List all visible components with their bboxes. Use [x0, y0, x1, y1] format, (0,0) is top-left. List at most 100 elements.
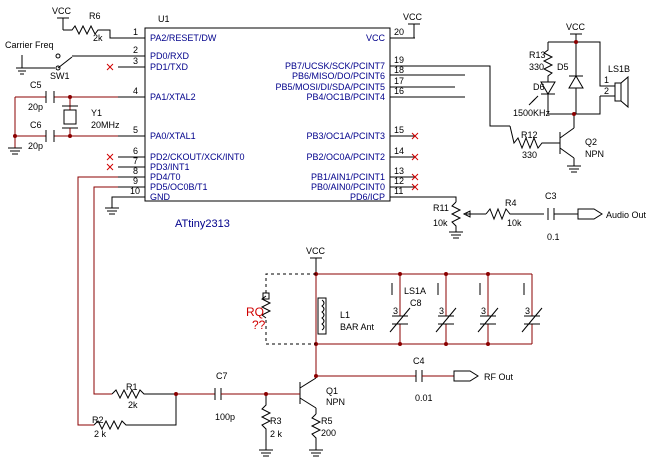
crystal-network: [8, 91, 118, 155]
c3-ref: C3: [545, 191, 557, 201]
pin-5-num: 5: [133, 125, 138, 135]
r13-value: 330: [529, 62, 544, 72]
pin-10-num: 10: [130, 186, 140, 196]
pin-17-num: 17: [394, 76, 404, 86]
u1-body: [144, 27, 391, 202]
r12-ref: R12: [521, 130, 538, 140]
pin-13-name: PB1/AIN1/PCINT1: [311, 172, 385, 182]
r5-value: 200: [321, 428, 336, 438]
ls1b-pin2: 2: [604, 86, 609, 96]
ls1a-ref: LS1A: [404, 286, 426, 296]
r11-value: 10k: [433, 218, 448, 228]
rq-resistor: [260, 273, 316, 345]
d6-value: 1500KHz: [513, 108, 551, 118]
r2-value: 2 k: [94, 429, 107, 439]
vcc-label-top-left: VCC: [52, 6, 72, 16]
pin-11-name: PD6/ICP: [350, 192, 385, 202]
pin-2-num: 2: [133, 45, 138, 55]
c7-value: 100p: [215, 412, 235, 422]
pin-15-num: 15: [394, 125, 404, 135]
u1-ref: U1: [158, 14, 170, 24]
r13-resistor: [542, 42, 554, 82]
c4-ref: C4: [413, 356, 425, 366]
ls1b-ref: LS1B: [608, 64, 630, 74]
d6-led: [528, 81, 574, 115]
pin-12-num: 12: [394, 176, 404, 186]
no-connect-marks: [106, 63, 419, 191]
c5-ref: C5: [30, 80, 42, 90]
trimmer-caps: [389, 272, 543, 346]
c7-ref: C7: [216, 371, 228, 381]
u1-left-pins: [118, 37, 145, 198]
pin-1-name: PA2/RESET/DW: [150, 33, 217, 43]
audio-out-label: Audio Out: [606, 210, 647, 220]
pin-20-name: VCC: [366, 33, 386, 43]
q2-type: NPN: [585, 149, 604, 159]
c6-ref: C6: [30, 120, 42, 130]
r6-value: 2k: [93, 33, 103, 43]
pin-19-name: PB7/UCSK/SCK/PCINT7: [285, 61, 385, 71]
pin-16-num: 16: [394, 86, 404, 96]
u1-right-pins: [390, 37, 415, 198]
r11-ref: R11: [433, 203, 449, 213]
pin-19-num: 19: [394, 55, 404, 65]
pin-2-name: PD0/RXD: [150, 51, 190, 61]
vcc-label-tank: VCC: [306, 246, 326, 256]
ls1b-pin1: 1: [604, 75, 609, 85]
pin-9-name: PD5/OC0B/T1: [150, 182, 208, 192]
r2-ref: R2: [92, 415, 104, 425]
sw1-ref: SW1: [50, 71, 70, 81]
vcc-symbol-tank: [310, 257, 322, 274]
l1-inductor: [317, 297, 327, 335]
c3-value: 0.1: [547, 232, 560, 242]
input-network: [77, 176, 300, 457]
pin-7-name: PD3/INT1: [150, 162, 190, 172]
pin-3-name: PD1/TXD: [150, 62, 189, 72]
pb-extra-wires: [415, 74, 465, 98]
r6-resistor: [63, 24, 118, 39]
l1-value: BAR Ant: [340, 322, 375, 332]
pin-15-name: PB3/OC1A/PCINT3: [306, 131, 385, 141]
pin-10-name: GND: [150, 192, 171, 202]
trim-label-2: 3: [439, 306, 444, 316]
c6-value: 20p: [28, 141, 43, 151]
vcc-label-led: VCC: [566, 22, 586, 32]
r13-ref: R13: [529, 50, 546, 60]
pin-8-name: PD4/T0: [150, 172, 181, 182]
c5-value: 20p: [28, 102, 43, 112]
pin-14-num: 14: [394, 146, 404, 156]
d6-ref: D6: [533, 82, 545, 92]
q1-ref: Q1: [326, 386, 338, 396]
pin-6-name: PD2/CKOUT/XCK/INT0: [150, 152, 245, 162]
r3-ref: R3: [270, 416, 282, 426]
audio-network: [415, 196, 603, 239]
pin-3-num: 3: [133, 56, 138, 66]
pin-4-name: PA1/XTAL2: [150, 92, 196, 102]
rf-out-label: RF Out: [484, 372, 514, 382]
y1-value: 20MHz: [91, 120, 120, 130]
pin-20-num: 20: [394, 27, 404, 37]
rq-value: ??: [252, 318, 266, 332]
trim-label-4: 3: [525, 306, 530, 316]
pin-14-name: PB2/OC0A/PCINT2: [306, 152, 385, 162]
d5-diode: [568, 40, 584, 116]
r4-ref: R4: [505, 198, 517, 208]
trim-label-3: 3: [481, 306, 486, 316]
r12-resistor: [509, 125, 560, 150]
q2-ref: Q2: [585, 137, 597, 147]
pin-9-num: 9: [133, 176, 138, 186]
pin-4-num: 4: [133, 86, 138, 96]
sw1-switch: [16, 53, 118, 75]
q2-transistor: [559, 114, 581, 173]
r12-value: 330: [522, 150, 537, 160]
pin-6-num: 6: [133, 146, 138, 156]
pb7-wire: [415, 65, 510, 127]
ls1b-speaker: [576, 75, 629, 115]
c4-value: 0.01: [415, 393, 433, 403]
pin-17-name: PB5/MOSI/DI/SDA/PCINT5: [275, 82, 385, 92]
tank-bus: [314, 272, 532, 346]
r5-ref: R5: [321, 416, 333, 426]
c8-ref: C8: [410, 298, 422, 308]
r3-value: 2 k: [270, 429, 283, 439]
